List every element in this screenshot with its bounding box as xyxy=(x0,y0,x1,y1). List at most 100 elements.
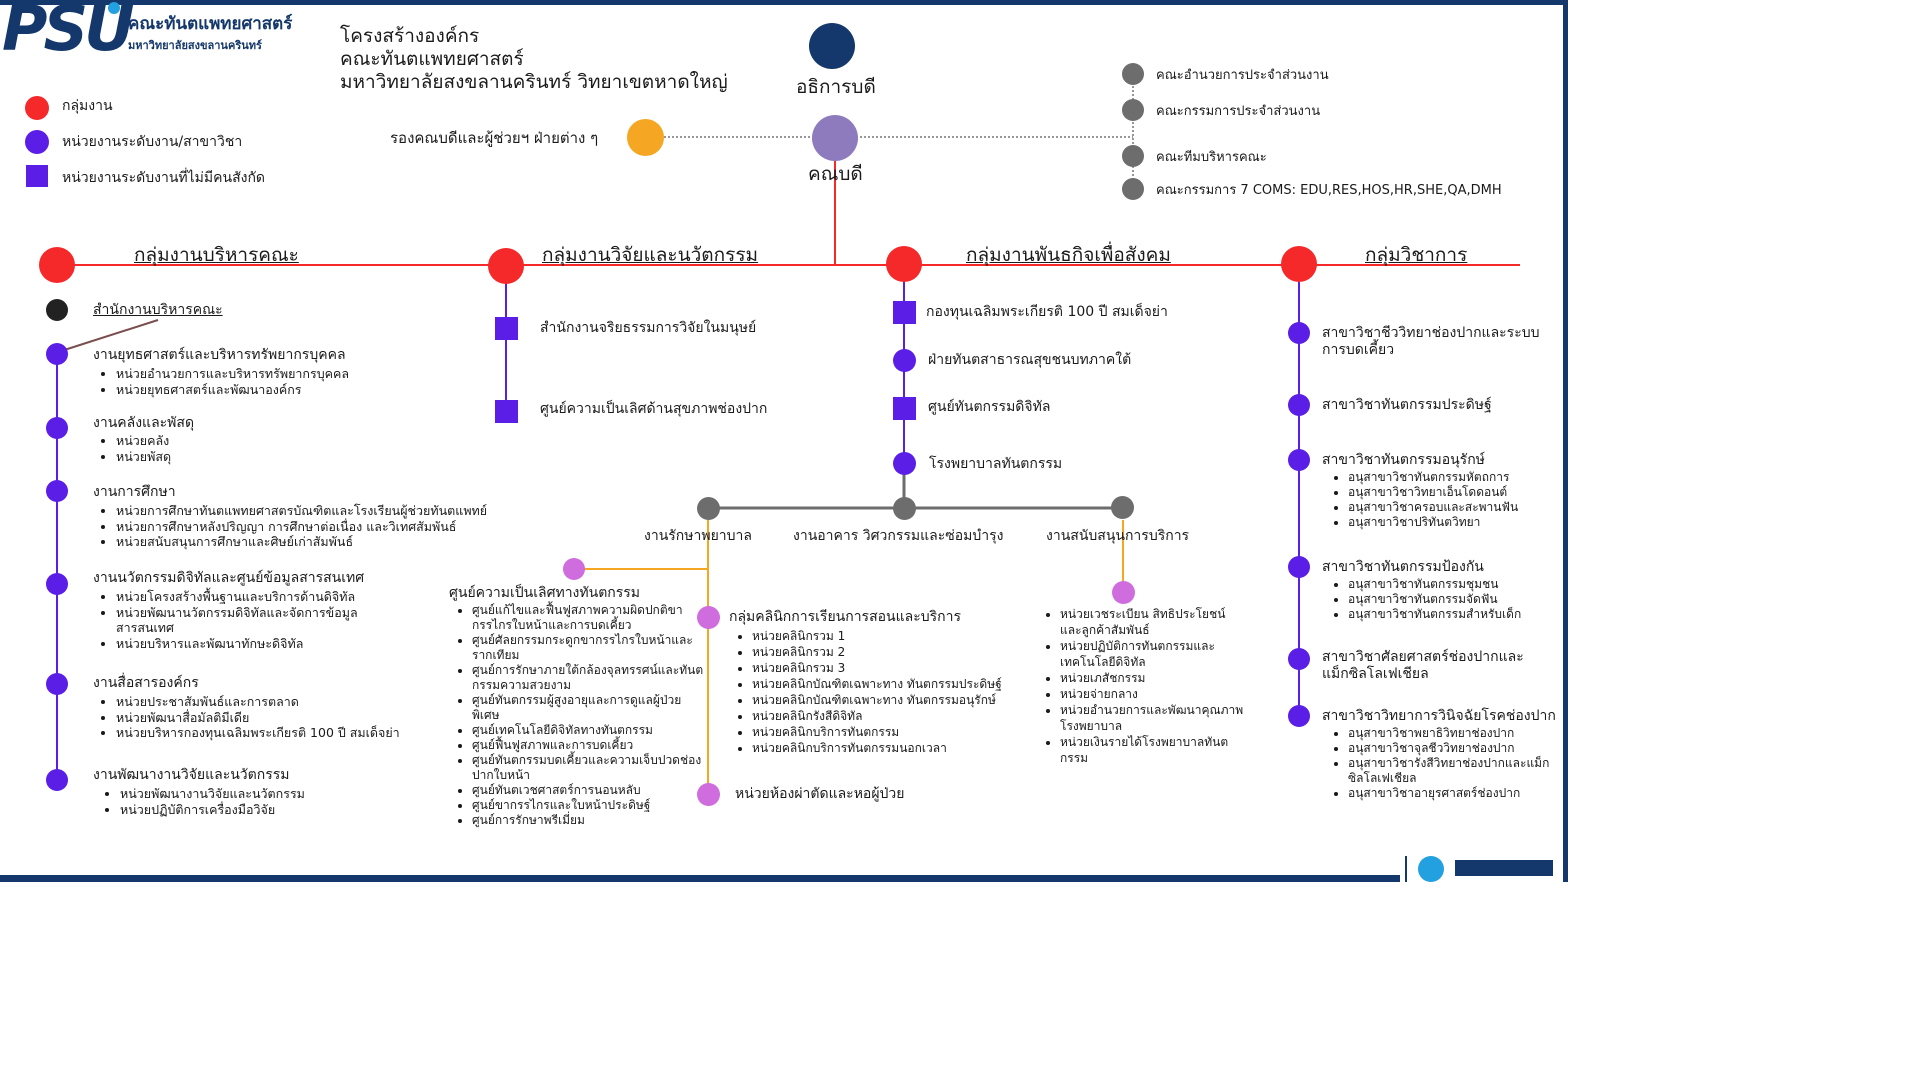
admin-unit-node xyxy=(46,480,68,502)
admin-unit-node xyxy=(46,417,68,439)
group-title-research: กลุ่มงานวิจัยและนวัตกรรม xyxy=(542,244,759,266)
list-item: หน่วยการศึกษาทันตแพทยศาสตรบัณฑิตและโรงเร… xyxy=(116,503,487,519)
list-item: ศูนย์แก้ไขและฟื้นฟูสภาพความผิดปกติขากรรไ… xyxy=(472,603,704,633)
academic-unit-node xyxy=(1288,449,1310,471)
academic-unit-list: อนุสาขาวิชาทันตกรรมหัตถการ อนุสาขาวิชาวิ… xyxy=(1328,470,1518,530)
admin-unit-node xyxy=(46,343,68,365)
committee-node xyxy=(1122,99,1144,121)
committee-label: คณะอำนวยการประจำส่วนงาน xyxy=(1156,68,1329,83)
research-unit-label: สำนักงานจริยธรรมการวิจัยในมนุษย์ xyxy=(540,320,757,336)
admin-unit-node xyxy=(46,769,68,791)
list-item: หน่วยคลินิกบริการทันตกรรมนอกเวลา xyxy=(752,740,1002,756)
research-unit-node xyxy=(495,400,518,423)
admin-unit-node xyxy=(46,673,68,695)
list-item: หน่วยเวชระเบียน สิทธิประโยชน์ และลูกค้าส… xyxy=(1060,606,1250,638)
hospital-branch-node xyxy=(697,497,720,520)
teaching-clinic-node xyxy=(697,606,720,629)
academic-unit-title: สาขาวิชาศัลยศาสตร์ช่องปากและแม็กซิลโลเฟเ… xyxy=(1322,649,1524,682)
group-node-social xyxy=(886,246,922,282)
academic-unit-node xyxy=(1288,322,1310,344)
list-item: หน่วยคลินิกรวม 2 xyxy=(752,644,1002,660)
committee-label: คณะกรรมการประจำส่วนงาน xyxy=(1156,104,1321,119)
committee-node xyxy=(1122,178,1144,200)
academic-unit-node xyxy=(1288,394,1310,416)
social-unit-node xyxy=(893,349,916,372)
list-item: อนุสาขาวิชาพยาธิวิทยาช่องปาก xyxy=(1348,726,1553,741)
social-unit-node xyxy=(893,452,916,475)
title-line2: คณะทันตแพทยศาสตร์ xyxy=(340,48,524,70)
bottom-right-bar xyxy=(1455,860,1553,876)
vice-dean-label: รองคณบดีและผู้ช่วยฯ ฝ่ายต่าง ๆ xyxy=(390,129,599,147)
academic-unit-node xyxy=(1288,648,1310,670)
bottom-divider xyxy=(1405,856,1407,882)
list-item: ศูนย์ขากรรไกรและใบหน้าประดิษฐ์ xyxy=(472,798,704,813)
academic-unit-title: สาขาวิชาทันตกรรมป้องกัน xyxy=(1322,559,1484,575)
list-item: หน่วยประชาสัมพันธ์และการตลาด xyxy=(116,694,400,710)
academic-unit-list: อนุสาขาวิชาทันตกรรมชุมชน อนุสาขาวิชาทันต… xyxy=(1328,577,1521,622)
surgery-label: หน่วยห้องผ่าตัดและหอผู้ป่วย xyxy=(735,786,905,802)
admin-office-node xyxy=(46,299,68,321)
title-line3: มหาวิทยาลัยสงขลานครินทร์ วิทยาเขตหาดใหญ่ xyxy=(340,71,728,93)
academic-unit-title: สาขาวิชาวิทยาการวินิจฉัยโรคช่องปาก xyxy=(1322,708,1556,724)
social-unit-node xyxy=(893,301,916,324)
admin-unit-list: หน่วยประชาสัมพันธ์และการตลาด หน่วยพัฒนาส… xyxy=(96,694,400,741)
list-item: อนุสาขาวิชาอายุรศาสตร์ช่องปาก xyxy=(1348,786,1553,801)
rector-label: อธิการบดี xyxy=(796,76,876,98)
list-item: หน่วยพัฒนานวัตกรรมดิจิทัลและจัดการข้อมูล… xyxy=(116,605,386,636)
list-item: หน่วยคลินิกบัณฑิตเฉพาะทาง ทันตกรรมอนุรัก… xyxy=(752,692,1002,708)
group-node-research xyxy=(488,248,524,284)
admin-unit-title: งานนวัตกรรมดิจิทัลและศูนย์ข้อมูลสารสนเทศ xyxy=(93,570,365,586)
admin-unit-list: หน่วยการศึกษาทันตแพทยศาสตรบัณฑิตและโรงเร… xyxy=(96,503,487,550)
vice-dean-node xyxy=(627,119,664,156)
service-support-node xyxy=(1112,581,1135,604)
list-item: อนุสาขาวิชารังสีวิทยาช่องปากและแม็กซิลโล… xyxy=(1348,756,1553,786)
list-item: หน่วยพัฒนางานวิจัยและนวัตกรรม xyxy=(120,786,305,802)
dean-node xyxy=(812,115,858,161)
list-item: อนุสาขาวิชาทันตกรรมหัตถการ xyxy=(1348,470,1518,485)
admin-unit-list: หน่วยอำนวยการและบริหารทรัพยากรบุคคล หน่ว… xyxy=(96,366,349,397)
list-item: หน่วยพัสดุ xyxy=(116,449,171,465)
teaching-clinic-list: หน่วยคลินิกรวม 1 หน่วยคลินิกรวม 2 หน่วยค… xyxy=(732,628,1002,756)
list-item: หน่วยเภสัชกรรม xyxy=(1060,670,1250,686)
legend-label: หน่วยงานระดับงาน/สาขาวิชา xyxy=(62,134,243,150)
group-title-admin: กลุ่มงานบริหารคณะ xyxy=(134,244,299,266)
research-unit-label: ศูนย์ความเป็นเลิศด้านสุขภาพช่องปาก xyxy=(540,401,768,417)
list-item: หน่วยการศึกษาหลังปริญญา การศึกษาต่อเนื่อ… xyxy=(116,519,487,535)
social-unit-label: โรงพยาบาลทันตกรรม xyxy=(929,456,1063,472)
group-node-academic xyxy=(1281,246,1317,282)
legend-label: กลุ่มงาน xyxy=(62,98,113,114)
list-item: ศูนย์ทันตกรรมบดเคี้ยวและความเจ็บปวดช่องป… xyxy=(472,753,704,783)
teaching-clinic-title: กลุ่มคลินิกการเรียนการสอนและบริการ xyxy=(729,609,961,625)
right-border xyxy=(1563,0,1568,882)
list-item: หน่วยอำนวยการและพัฒนาคุณภาพโรงพยาบาล xyxy=(1060,702,1250,734)
list-item: หน่วยคลินิกบัณฑิตเฉพาะทาง ทันตกรรมประดิษ… xyxy=(752,676,1002,692)
admin-unit-title: งานสื่อสารองค์กร xyxy=(93,675,199,691)
list-item: อนุสาขาวิชาวิทยาเอ็นโดดอนต์ xyxy=(1348,485,1518,500)
legend-purple-square-icon xyxy=(26,165,48,187)
admin-unit-list: หน่วยคลัง หน่วยพัสดุ xyxy=(96,433,171,464)
committee-node xyxy=(1122,63,1144,85)
list-item: หน่วยยุทธศาสตร์และพัฒนาองค์กร xyxy=(116,382,349,398)
academic-unit-title: สาขาวิชาทันตกรรมประดิษฐ์ xyxy=(1322,397,1492,413)
committee-node xyxy=(1122,145,1144,167)
excellence-center-list: ศูนย์แก้ไขและฟื้นฟูสภาพความผิดปกติขากรรไ… xyxy=(452,603,704,828)
academic-unit-list: อนุสาขาวิชาพยาธิวิทยาช่องปาก อนุสาขาวิชา… xyxy=(1328,726,1553,801)
list-item: อนุสาขาวิชาจุลชีววิทยาช่องปาก xyxy=(1348,741,1553,756)
dean-label: คณบดี xyxy=(808,163,863,185)
legend-label: หน่วยงานระดับงานที่ไม่มีคนสังกัด xyxy=(62,170,266,186)
list-item: หน่วยบริหารและพัฒนาทักษะดิจิทัล xyxy=(116,636,386,652)
excellence-center-node xyxy=(563,558,585,580)
list-item: หน่วยสนับสนุนการศึกษาและศิษย์เก่าสัมพันธ… xyxy=(116,534,487,550)
admin-unit-title: งานการศึกษา xyxy=(93,484,176,500)
top-border xyxy=(0,0,1568,5)
list-item: อนุสาขาวิชาครอบและสะพานฟัน xyxy=(1348,500,1518,515)
bottom-dot-icon xyxy=(1418,856,1444,882)
list-item: หน่วยอำนวยการและบริหารทรัพยากรบุคคล xyxy=(116,366,349,382)
surgery-node xyxy=(697,783,720,806)
rector-node xyxy=(809,23,855,69)
committee-label: คณะกรรมการ 7 COMS: EDU,RES,HOS,HR,SHE,QA… xyxy=(1156,183,1502,198)
admin-unit-title: งานยุทธศาสตร์และบริหารทรัพยากรบุคคล xyxy=(93,347,346,363)
list-item: อนุสาขาวิชาทันตกรรมสำหรับเด็ก xyxy=(1348,607,1521,622)
list-item: หน่วยบริหารกองทุนเฉลิมพระเกียรติ 100 ปี … xyxy=(116,725,400,741)
hospital-branch-node xyxy=(893,497,916,520)
